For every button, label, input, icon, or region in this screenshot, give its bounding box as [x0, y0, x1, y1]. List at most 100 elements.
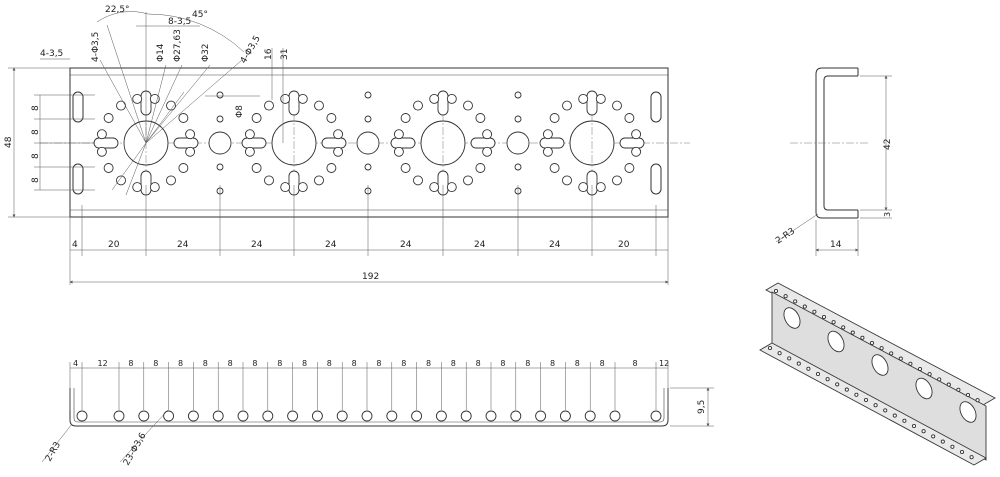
iso-flange-hole: [821, 314, 827, 320]
ring-hole: [96, 129, 107, 140]
middle-small-hole: [216, 115, 224, 123]
slot-callout-4x3-5: 4-3,5: [40, 49, 63, 59]
pitch-label-1: 8: [31, 105, 41, 111]
iso-large-hole: [783, 307, 801, 329]
ring-hole: [562, 175, 572, 186]
iso-flange-hole: [892, 413, 897, 418]
ring-hole: [326, 163, 337, 173]
iso-flange-hole: [975, 398, 980, 403]
iso-large-hole: [959, 401, 977, 423]
ring-hole: [542, 129, 553, 140]
ring-hole: [264, 175, 274, 186]
leader-line: [111, 142, 147, 191]
bottom-hole: [411, 410, 423, 422]
diameter-callout-8: Φ8: [235, 105, 245, 118]
iso-flange-hole: [796, 361, 801, 366]
side-radius-label: 2-R3: [774, 226, 797, 246]
iso-flange-hole: [860, 335, 865, 340]
ring-hole: [314, 175, 324, 186]
slot-callout-4xd3-5: 4-Φ3,5: [91, 32, 101, 62]
ring-hole: [624, 113, 635, 123]
iso-flange-hole: [806, 366, 811, 371]
bottom-spacing-label: 8: [252, 359, 257, 368]
bottom-dim-20-right: 20: [618, 240, 630, 250]
iso-flange-hole: [850, 330, 855, 335]
ring-hole: [116, 100, 126, 111]
bottom-spacing-label: 8: [277, 359, 282, 368]
arc-slot: [539, 137, 565, 149]
middle-small-hole: [216, 91, 224, 99]
ring-hole: [475, 163, 486, 173]
iso-flange-hole: [777, 351, 782, 356]
ring-hole: [297, 182, 308, 193]
ring-hole: [244, 129, 255, 140]
bottom-hole-leader: [119, 409, 169, 463]
ring-hole: [612, 100, 622, 111]
side-view: 42 3 14 2-R3: [774, 67, 893, 256]
bottom-profile-outline: [69, 388, 669, 427]
bottom-height-label: 9,5: [697, 400, 707, 414]
iso-large-hole: [871, 354, 889, 376]
arc-slot: [437, 90, 449, 116]
bottom-spacing-label: 8: [500, 359, 505, 368]
bottom-spacing-label: 8: [451, 359, 456, 368]
bottom-hole: [262, 410, 274, 422]
ring-hole: [624, 163, 635, 173]
bottom-hole: [76, 410, 88, 422]
bottom-hole: [212, 410, 224, 422]
ring-hole: [178, 163, 189, 173]
leader-line: [145, 91, 185, 144]
middle-small-hole: [514, 163, 522, 171]
ring-hole: [595, 182, 606, 193]
ring-hole: [103, 163, 114, 173]
angle-label-22-5: 22,5°: [105, 5, 130, 15]
iso-flange-hole: [950, 444, 955, 449]
ring-hole: [446, 93, 457, 104]
ring-hole: [333, 146, 344, 157]
bottom-spacing-label: 8: [228, 359, 233, 368]
iso-flange-hole: [927, 372, 932, 377]
ring-hole: [482, 129, 493, 140]
iso-flange-hole: [844, 387, 849, 392]
iso-flange-hole: [835, 382, 840, 387]
ring-hole: [132, 93, 143, 104]
leader-line: [145, 64, 183, 144]
bottom-dim-24-5: 24: [474, 240, 486, 250]
middle-hole: [356, 131, 380, 155]
pitch-label-3: 8: [31, 153, 41, 159]
bottom-spacing-label: 8: [203, 359, 208, 368]
side-radius-leader: [775, 213, 819, 243]
ring-hole: [482, 146, 493, 157]
bottom-spacing-label: 8: [178, 359, 183, 368]
iso-flange-hole: [911, 423, 917, 429]
height-label-48: 48: [4, 136, 14, 148]
bottom-spacing-label: 8: [302, 359, 307, 368]
iso-hole-pattern: [767, 288, 980, 460]
iso-flange-hole: [812, 309, 817, 314]
ring-hole: [542, 146, 553, 157]
bottom-dim-24-1: 24: [177, 240, 189, 250]
ring-hole: [475, 113, 486, 123]
diameter-callout-27-63: Φ27,63: [173, 29, 183, 62]
bottom-hole: [460, 410, 472, 422]
ring-hole: [631, 146, 642, 157]
middle-small-hole: [514, 115, 522, 123]
bottom-dim-4: 4: [72, 240, 78, 250]
ring-hole: [562, 100, 572, 111]
bottom-spacing-label: 8: [550, 359, 555, 368]
hole-patterns: [93, 90, 645, 196]
ring-hole: [251, 113, 262, 123]
arc-slot: [173, 137, 199, 149]
ring-hole: [393, 129, 404, 140]
bottom-spacing-label: 4: [73, 359, 78, 368]
ring-hole: [149, 182, 160, 193]
middle-hole: [208, 131, 232, 155]
bottom-hole-callout: 23-Φ3,6: [122, 431, 149, 467]
bottom-hole: [336, 410, 348, 422]
middle-small-hole: [364, 91, 372, 99]
angle-label-45: 45°: [192, 10, 208, 20]
leader-line: [125, 142, 147, 196]
iso-flange-hole: [783, 294, 788, 299]
bottom-hole: [535, 410, 547, 422]
total-length-label: 192: [362, 272, 379, 282]
